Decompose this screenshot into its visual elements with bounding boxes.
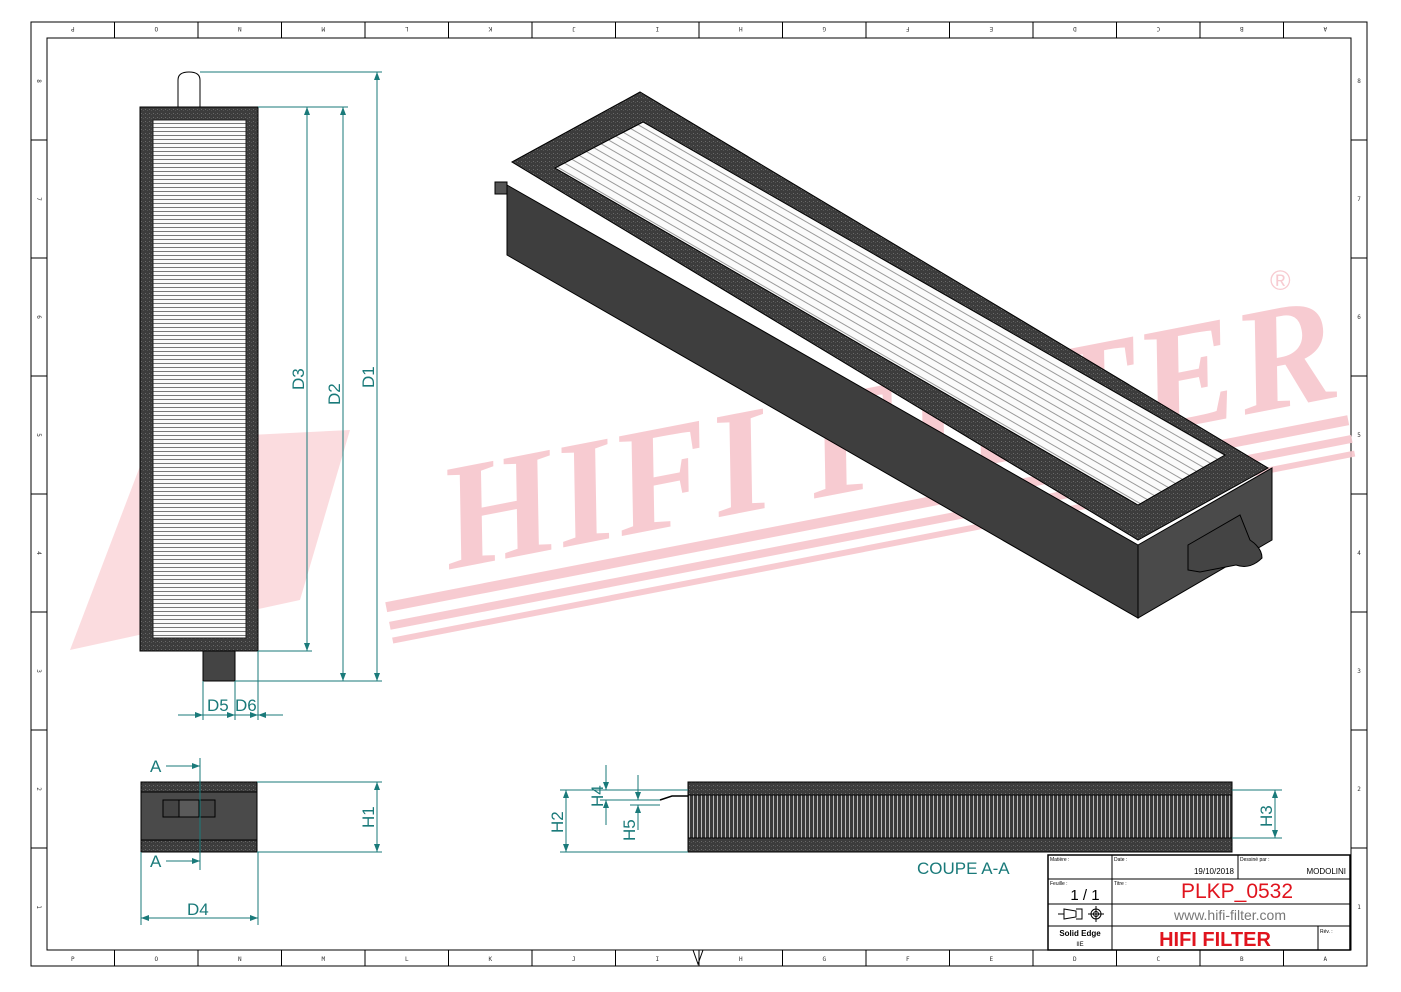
date-label: Date : bbox=[1114, 857, 1127, 863]
zone-number-right: 1 bbox=[1357, 904, 1361, 911]
title-label: Titre : bbox=[1114, 881, 1127, 887]
zone-letter-bottom: E bbox=[989, 956, 993, 963]
zone-letter-top: G bbox=[822, 25, 826, 32]
section-title: COUPE A-A bbox=[917, 859, 1010, 878]
front-view bbox=[139, 71, 259, 682]
end-view-dimensions bbox=[140, 758, 382, 925]
zone-number-left: 3 bbox=[35, 669, 42, 673]
zone-letter-bottom: B bbox=[1240, 956, 1244, 963]
zone-letter-top: C bbox=[1156, 25, 1160, 32]
zone-number-left: 2 bbox=[35, 787, 42, 791]
zone-letter-bottom: P bbox=[71, 956, 75, 963]
drawing-title: PLKP_0532 bbox=[1181, 880, 1293, 903]
zone-number-right: 7 bbox=[1357, 196, 1361, 203]
zone-number-right: 5 bbox=[1357, 432, 1361, 439]
section-mark-bottom: A bbox=[150, 852, 162, 871]
zone-letter-top: J bbox=[572, 25, 576, 32]
zone-letter-bottom: F bbox=[906, 956, 910, 963]
zone-number-left: 8 bbox=[35, 79, 42, 83]
dim-label-d1: D1 bbox=[359, 366, 378, 388]
zone-letter-bottom: I bbox=[655, 956, 659, 963]
zone-letter-bottom: M bbox=[321, 956, 325, 963]
zone-letter-top: E bbox=[989, 25, 993, 32]
zone-letter-top: P bbox=[71, 25, 75, 32]
zone-letter-top: D bbox=[1073, 25, 1077, 32]
zone-letter-top: N bbox=[238, 25, 242, 32]
projection-symbol-icon bbox=[1058, 906, 1104, 922]
company-name: HIFI FILTER bbox=[1159, 929, 1271, 951]
isometric-view bbox=[494, 91, 1273, 619]
zone-number-left: 6 bbox=[35, 315, 42, 319]
dim-label-h3: H3 bbox=[1257, 805, 1276, 827]
title-block: Matière : Date : 19/10/2018 Dessiné par … bbox=[1047, 854, 1351, 951]
zone-number-left: 5 bbox=[35, 433, 42, 437]
zone-letter-bottom: O bbox=[154, 956, 158, 963]
zone-letter-bottom: L bbox=[405, 956, 409, 963]
dim-label-d6: D6 bbox=[235, 696, 257, 715]
software-name: Solid Edge bbox=[1059, 929, 1101, 938]
zone-letter-top: K bbox=[488, 25, 492, 32]
section-mark-top: A bbox=[150, 757, 162, 776]
sheet-label: Feuille : bbox=[1050, 881, 1068, 887]
zone-letter-bottom: J bbox=[572, 956, 576, 963]
dim-label-h2: H2 bbox=[548, 811, 567, 833]
zone-number-right: 4 bbox=[1357, 550, 1361, 557]
section-view bbox=[659, 781, 1233, 853]
zone-number-left: 4 bbox=[35, 551, 42, 555]
zone-letter-top: L bbox=[405, 25, 409, 32]
zone-number-right: 2 bbox=[1357, 786, 1361, 793]
zone-letter-bottom: D bbox=[1073, 956, 1077, 963]
zone-number-right: 3 bbox=[1357, 668, 1361, 675]
zone-letter-bottom: N bbox=[238, 956, 242, 963]
sheet-value: 1 / 1 bbox=[1070, 887, 1099, 904]
dim-label-d5: D5 bbox=[207, 696, 229, 715]
date-value: 19/10/2018 bbox=[1194, 867, 1235, 876]
zone-letter-top: M bbox=[321, 25, 325, 32]
zone-number-right: 6 bbox=[1357, 314, 1361, 321]
zone-letter-top: O bbox=[154, 25, 158, 32]
drawn-by-label: Dessiné par : bbox=[1240, 857, 1269, 863]
drawn-by-value: MODOLINI bbox=[1306, 867, 1346, 876]
zone-letter-top: A bbox=[1323, 25, 1327, 32]
zone-markers: P P O O N N M M L L K K J J I I H H G G F F E E D D C C B B A A 8 8 7 7 6 6 5 5… bbox=[31, 22, 1367, 966]
zone-number-left: 1 bbox=[35, 905, 42, 909]
zone-letter-top: I bbox=[655, 25, 659, 32]
dim-label-h4: H4 bbox=[588, 785, 607, 807]
zone-number-right: 8 bbox=[1357, 78, 1361, 85]
zone-letter-top: F bbox=[906, 25, 910, 32]
zone-letter-bottom: G bbox=[822, 956, 826, 963]
centering-mark-icon bbox=[692, 949, 704, 966]
dim-label-h5: H5 bbox=[620, 819, 639, 841]
zone-letter-bottom: A bbox=[1323, 956, 1327, 963]
software-version: IIE bbox=[1076, 942, 1083, 948]
dim-label-d4: D4 bbox=[187, 900, 209, 919]
dim-label-h1: H1 bbox=[359, 806, 378, 828]
zone-letter-top: B bbox=[1240, 25, 1244, 32]
revision-label: Rév. : bbox=[1320, 929, 1333, 935]
material-label: Matière : bbox=[1050, 857, 1069, 863]
zone-letter-top: H bbox=[739, 25, 743, 32]
zone-letter-bottom: H bbox=[739, 956, 743, 963]
registered-mark: ® bbox=[1270, 265, 1291, 296]
section-view-dimensions bbox=[560, 765, 1282, 853]
zone-letter-bottom: C bbox=[1156, 956, 1160, 963]
zone-number-left: 7 bbox=[35, 197, 42, 201]
website: www.hifi-filter.com bbox=[1173, 907, 1286, 923]
dim-label-d3: D3 bbox=[289, 368, 308, 390]
dim-label-d2: D2 bbox=[325, 383, 344, 405]
zone-letter-bottom: K bbox=[488, 956, 492, 963]
end-view bbox=[140, 781, 258, 853]
front-view-dimensions bbox=[178, 71, 382, 720]
